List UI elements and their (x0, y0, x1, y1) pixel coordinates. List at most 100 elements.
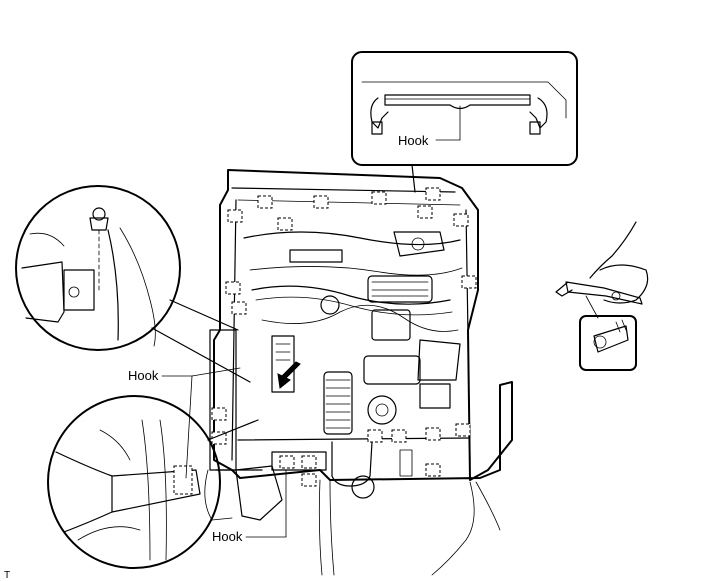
detail-pointer-lower-1 (207, 419, 259, 441)
wire-harness-upper (249, 266, 463, 276)
inset-frame-edge (361, 81, 567, 119)
detail-bracket-left (21, 261, 65, 323)
hanging-wire-1 (318, 479, 323, 576)
clip-marker (417, 205, 433, 219)
wire-harness-middle (251, 285, 451, 305)
detail-edge-1 (99, 429, 131, 461)
detail-bolt-head (89, 217, 109, 231)
detail-circle-upper (15, 185, 181, 351)
inset-frame (351, 51, 578, 166)
detail-wire-1 (141, 419, 151, 561)
clip-marker (425, 427, 441, 441)
inset-right-clip (529, 121, 541, 135)
frame-right-rail (465, 209, 471, 461)
clip-marker (227, 209, 243, 223)
adjuster-knob (367, 395, 397, 425)
inset-left-clip (371, 121, 383, 135)
direction-arrow-icon (277, 361, 301, 389)
hook-callout-left: Hook (128, 367, 241, 479)
upper-bracket (289, 249, 343, 263)
right-upper-bracket (393, 231, 445, 257)
inset-left-bracket (370, 97, 389, 129)
right-upper-bolt (411, 237, 425, 251)
detail-circle-lower (47, 395, 221, 569)
frame-top-rail (231, 187, 456, 193)
upper-cross-member (243, 231, 461, 246)
recliner-housing (417, 339, 461, 381)
tool-detail-teeth (615, 319, 627, 333)
clip-marker (231, 301, 247, 315)
recliner-bracket (419, 383, 451, 409)
pliers-tool-illustration (555, 221, 649, 371)
detail-hook-clip (173, 465, 193, 495)
clip-marker (425, 463, 441, 477)
clip-marker (425, 187, 441, 201)
adjuster-knob-center (375, 403, 389, 417)
frame-top-rail-inner (237, 199, 461, 206)
clip-marker (453, 213, 469, 227)
hand-fingers (599, 264, 649, 304)
detail-pointer-upper-2 (169, 299, 239, 331)
lower-post (331, 441, 373, 487)
tool-detail-ring (593, 335, 607, 349)
hook-callout-bottom: Hook (212, 469, 287, 544)
spring-coil-turns (325, 379, 351, 429)
pliers-pivot (611, 291, 621, 301)
detail-plate (63, 269, 95, 311)
detail-edge-2 (77, 526, 141, 541)
lower-left-detail-circle (47, 395, 263, 569)
upper-left-detail-circle (15, 185, 251, 383)
detail-cover-edge (119, 227, 156, 347)
clip-marker (391, 429, 407, 443)
bottom-connector-block (271, 451, 327, 471)
side-module-lines (275, 343, 291, 361)
tool-detail-frame (579, 315, 637, 371)
detail-pointer-upper-1 (151, 327, 251, 383)
hook-leader-left-frame (191, 367, 241, 377)
lower-post-right (399, 449, 413, 477)
spring-coil (323, 371, 353, 435)
clip-marker (277, 217, 293, 231)
detail-hook-body (55, 451, 113, 533)
hanging-wire-3 (431, 481, 475, 576)
detail-frame-edge (29, 232, 65, 247)
motor-upper-ribs (371, 281, 429, 297)
detail-wire-2 (159, 419, 167, 561)
inset-hook-label: Hook (398, 133, 429, 148)
detail-hook-arm (111, 469, 201, 513)
frame-outline (213, 169, 513, 481)
corner-mark: T (4, 570, 10, 581)
clip-marker (301, 473, 317, 487)
tool-pointer-line (585, 295, 599, 319)
inset-pointer-line (411, 164, 416, 193)
top-detail-inset: Hook (351, 51, 578, 193)
wire-harness-middle-2 (255, 296, 453, 316)
detail-bolt-top (92, 207, 106, 221)
clip-marker (211, 407, 227, 421)
lower-left-cover (235, 465, 283, 521)
detail-rod (107, 229, 119, 341)
hook-leader-left-detail (185, 375, 193, 479)
clip-marker (367, 429, 383, 443)
hanging-wire-4 (475, 481, 501, 531)
inset-hook-bar (384, 94, 531, 110)
clip-marker (461, 275, 477, 289)
seat-frame (204, 169, 513, 576)
recliner-motor (363, 355, 421, 385)
clip-marker (301, 455, 317, 469)
clip-marker (279, 455, 295, 469)
clip-marker (455, 423, 471, 437)
hook-label-left: Hook (128, 368, 159, 383)
clip-marker (257, 195, 273, 209)
motor-upper (367, 275, 433, 303)
motor-center (371, 309, 411, 341)
pliers-jaw (555, 281, 573, 297)
detail-plate-hole (68, 286, 80, 298)
hanging-wire-2 (329, 479, 335, 576)
clip-marker (313, 195, 329, 209)
clip-marker (371, 191, 387, 205)
pliers-handle (565, 281, 643, 305)
clip-marker (225, 281, 241, 295)
side-module (271, 335, 295, 393)
